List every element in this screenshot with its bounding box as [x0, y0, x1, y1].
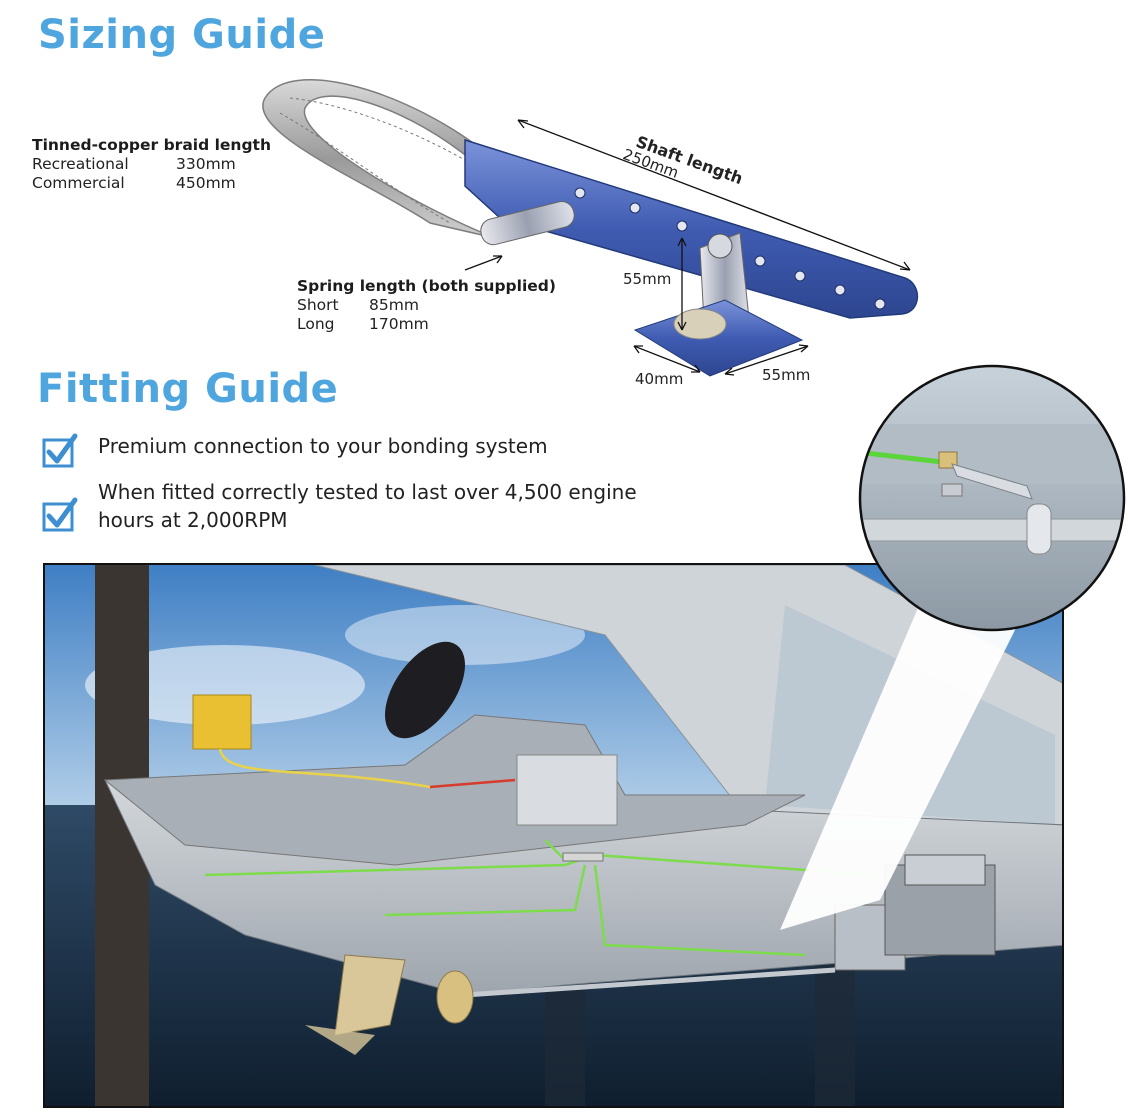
feature-text: When fitted correctly tested to last ove…: [98, 480, 637, 532]
depth-dimension: 40mm: [635, 370, 684, 388]
bonding-terminal: [562, 852, 604, 862]
rudder: [334, 954, 406, 1036]
braid-row-commercial: Commercial 450mm: [32, 174, 271, 193]
feature-item: When fitted correctly tested to last ove…: [42, 478, 658, 534]
clamp-holes: [574, 187, 886, 310]
spring-row-label: Long: [297, 315, 335, 333]
spring-row-short: Short 85mm: [297, 296, 556, 315]
braid-row-label: Recreational: [32, 155, 129, 173]
braid-row-value: 450mm: [176, 174, 236, 192]
feature-item: Premium connection to your bonding syste…: [42, 432, 658, 468]
braid-row-recreational: Recreational 330mm: [32, 155, 271, 174]
braid-length-title: Tinned-copper braid length: [32, 136, 271, 154]
sizing-guide-heading: Sizing Guide: [38, 12, 326, 58]
spring-length-spec: Spring length (both supplied) Short 85mm…: [297, 277, 556, 334]
spring-row-label: Short: [297, 296, 339, 314]
base-plate: [633, 299, 804, 377]
checkbox-checked-icon: [42, 497, 78, 532]
battery-box: [192, 694, 252, 750]
shaft-brush-zoom-detail: [858, 364, 1126, 632]
spring-row-value: 85mm: [369, 296, 419, 314]
feature-text: Premium connection to your bonding syste…: [98, 434, 548, 458]
braid-length-spec: Tinned-copper braid length Recreational …: [32, 136, 271, 193]
width-dimension: 55mm: [762, 366, 811, 384]
fenders: [385, 641, 465, 739]
zoom-callout-pointer: [780, 580, 1040, 930]
spring-row-value: 170mm: [369, 315, 429, 333]
spring-row-long: Long 170mm: [297, 315, 556, 334]
engine: [834, 854, 996, 971]
spring-length-title: Spring length (both supplied): [297, 277, 556, 295]
dimension-arrows: [464, 119, 911, 376]
boat-deck: [103, 714, 806, 866]
braid-row-value: 330mm: [176, 155, 236, 173]
height-dimension: 55mm: [623, 270, 672, 288]
bonding-wires: [204, 748, 876, 957]
braid-row-label: Commercial: [32, 174, 125, 192]
propeller: [436, 970, 474, 1024]
prop-shaft: [464, 967, 836, 998]
fitting-guide-heading: Fitting Guide: [37, 366, 339, 412]
shaft-brush-illustration: [262, 79, 919, 377]
spring-tube: [480, 201, 575, 246]
checkbox-checked-icon: [42, 433, 78, 468]
braid-strap: [262, 79, 496, 239]
